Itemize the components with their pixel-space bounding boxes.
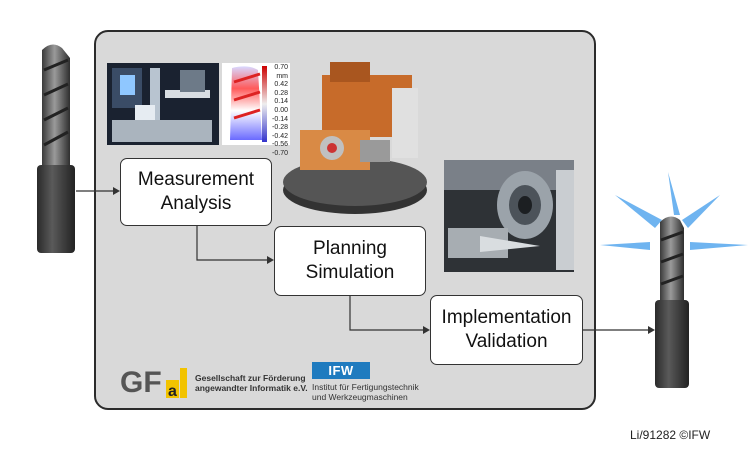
- deviation-heatmap-image: [222, 63, 290, 145]
- step-line1: Planning: [313, 238, 387, 259]
- finished-end-mill-image: [600, 172, 748, 388]
- ifw-line1: Institut für Fertigungstechnik: [312, 382, 419, 392]
- step-implementation-validation: Implementation Validation: [430, 295, 583, 365]
- colorbar-tick: -0.70: [272, 149, 288, 157]
- ifw-logo: IFW: [312, 362, 370, 379]
- step-measurement-analysis: Measurement Analysis: [120, 158, 272, 226]
- grinding-machine-simulation-image: [283, 62, 427, 214]
- ifw-line2: und Werkzeugmaschinen: [312, 392, 408, 402]
- ifw-name: Institut für Fertigungstechnik und Werkz…: [312, 382, 419, 402]
- svg-text:a: a: [168, 383, 177, 400]
- colorbar-tick: 0.42: [274, 81, 288, 89]
- colorbar-tick: -0.14: [272, 115, 288, 123]
- step-planning-simulation: Planning Simulation: [274, 226, 426, 296]
- step-line2: Validation: [465, 331, 548, 352]
- step-line1: Implementation: [441, 307, 572, 328]
- colorbar-tick: 0.70: [274, 64, 288, 71]
- colorbar-tick: 0.28: [274, 89, 288, 97]
- step-line2: Analysis: [160, 193, 232, 214]
- step-line1: Measurement: [137, 169, 255, 190]
- colorbar-tick: 0.14: [274, 98, 288, 106]
- colorbar-labels: 0.70 mm 0.42 0.28 0.14 0.00 -0.14 -0.28 …: [268, 64, 288, 159]
- colorbar-tick: -0.56: [272, 141, 288, 149]
- colorbar-unit: mm: [276, 72, 288, 80]
- arrow-planning-to-implementation: [349, 296, 428, 331]
- gfai-logo-mark: GF: [120, 366, 162, 399]
- gfai-line2: angewandter Informatik e.V.: [195, 383, 308, 393]
- colorbar-tick: -0.42: [272, 132, 288, 140]
- measurement-machine-photo: [107, 63, 219, 145]
- figure-caption: Li/91282 ©IFW: [630, 428, 711, 442]
- gfai-line1: Gesellschaft zur Förderung: [195, 373, 306, 383]
- raw-end-mill-image: [37, 44, 75, 253]
- gfai-name: Gesellschaft zur Förderung angewandter I…: [195, 373, 308, 393]
- shine-rays-icon: [600, 172, 748, 250]
- step-line2: Simulation: [305, 262, 395, 283]
- grinding-process-photo: [444, 160, 574, 272]
- gfai-logo: GF a: [120, 366, 187, 400]
- colorbar-tick: 0.00: [274, 106, 288, 114]
- colorbar-tick: -0.28: [272, 124, 288, 132]
- flow-arrows: [76, 190, 653, 331]
- arrow-measurement-to-planning: [196, 226, 272, 261]
